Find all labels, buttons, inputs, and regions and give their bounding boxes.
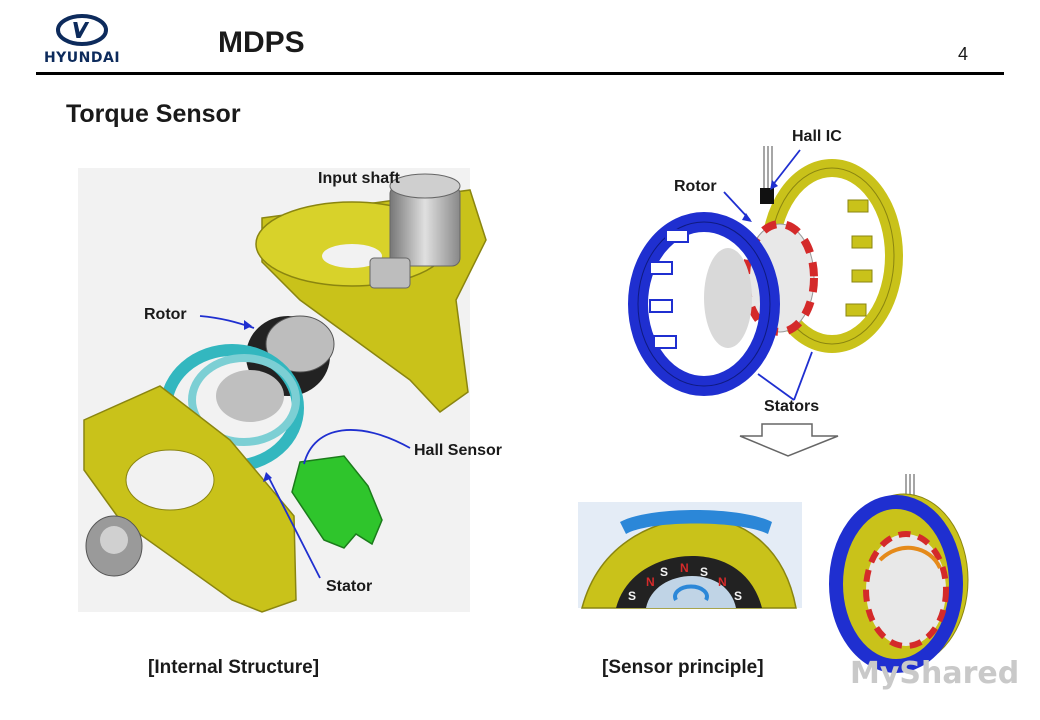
hyundai-logo: HYUNDAI [36, 12, 128, 68]
label-input-shaft: Input shaft [318, 170, 400, 187]
pole-label: S [628, 589, 636, 603]
label-rotor-internal: Rotor [144, 306, 187, 323]
rotor-arrowhead [244, 320, 252, 330]
label-hall-ic: Hall IC [792, 128, 842, 145]
stator-ring-blue [628, 212, 780, 396]
hall-ic-leader [771, 149, 801, 187]
hyundai-logo-icon [56, 14, 108, 46]
pole-label: S [700, 565, 708, 579]
rotor-principle-arrowhead [742, 213, 752, 222]
pole-label: N [646, 575, 655, 589]
pole-label: S [734, 589, 742, 603]
label-stator: Stator [326, 578, 373, 595]
page-title: MDPS [218, 26, 305, 59]
caption-internal-structure: [Internal Structure] [148, 657, 320, 678]
pole-closeup: S N S N S N S [578, 502, 802, 609]
page-number: 4 [958, 44, 969, 64]
transition-arrow [739, 423, 839, 457]
logo-text: HYUNDAI [43, 50, 121, 66]
hall-ic-arrowhead [770, 180, 778, 190]
hall-ic-chip [760, 146, 774, 204]
lower-housing [83, 385, 297, 613]
pole-label: S [660, 565, 668, 579]
header-divider [36, 72, 1004, 75]
watermark: MyShared [850, 656, 1020, 691]
label-rotor-principle: Rotor [674, 178, 717, 195]
section-title: Torque Sensor [66, 100, 241, 128]
pole-label: N [680, 561, 689, 575]
stator-leader [267, 475, 321, 579]
label-hall-sensor: Hall Sensor [414, 442, 503, 459]
stators-leader-1 [757, 373, 795, 401]
hall-sensor-part [291, 455, 383, 549]
stators-leader-2 [793, 351, 813, 401]
bushing-part [85, 515, 143, 577]
stator-arrowhead [263, 472, 272, 482]
label-stators: Stators [764, 398, 820, 415]
assembled-view [829, 474, 969, 673]
input-shaft [369, 173, 461, 289]
pole-label: N [718, 575, 727, 589]
hall-sensor-leader [303, 429, 411, 465]
caption-sensor-principle: [Sensor principle] [602, 657, 764, 678]
